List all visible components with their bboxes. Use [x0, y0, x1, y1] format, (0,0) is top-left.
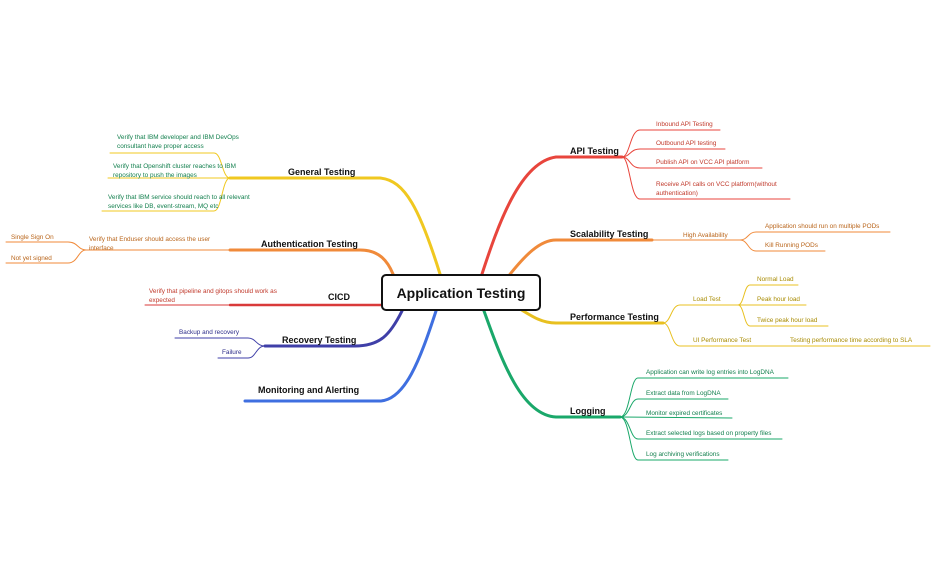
- connector-api-testing: [480, 155, 624, 276]
- connector-logging: [482, 309, 622, 419]
- branch-monitoring-and-alerting[interactable]: Monitoring and Alerting: [258, 385, 360, 395]
- leaf-kill-running-pods[interactable]: Kill Running PODs: [765, 242, 818, 249]
- leaf-extract-data-logdna[interactable]: Extract data from LogDNA: [646, 390, 721, 397]
- branch-performance-testing[interactable]: Performance Testing: [570, 312, 659, 322]
- recovery-leaf-lines: [174, 337, 266, 359]
- leaf-write-log-entries[interactable]: Application can write log entries into L…: [646, 369, 774, 376]
- leaf-receive-api-calls[interactable]: Receive API calls on VCC platform(withou…: [656, 181, 777, 197]
- branch-cicd[interactable]: CICD: [328, 292, 350, 302]
- branch-general-testing[interactable]: General Testing: [288, 167, 356, 177]
- leaf-load-test[interactable]: Load Test: [693, 296, 721, 303]
- connector-authentication-testing: [228, 248, 395, 276]
- logging-leaf-lines: [619, 377, 789, 461]
- leaf-publish-api[interactable]: Publish API on VCC API platform: [656, 159, 750, 166]
- leaf-log-archiving[interactable]: Log archiving verifications: [646, 451, 720, 458]
- connector-general-testing: [228, 176, 442, 276]
- central-topic[interactable]: Application Testing: [381, 274, 541, 311]
- leaf-extract-selected-logs[interactable]: Extract selected logs based on property …: [646, 430, 772, 437]
- leaf-twice-peak-hour-load[interactable]: Twice peak hour load: [757, 317, 818, 324]
- branch-api-testing[interactable]: API Testing: [570, 146, 619, 156]
- leaf-multiple-pods[interactable]: Application should run on multiple PODs: [765, 223, 880, 230]
- connector-recovery-testing: [263, 309, 404, 348]
- leaf-openshift-cluster[interactable]: Verify that Openshift cluster reaches to…: [113, 163, 236, 179]
- branch-authentication-testing[interactable]: Authentication Testing: [261, 239, 358, 249]
- leaf-not-yet-signed[interactable]: Not yet signed: [11, 255, 52, 262]
- leaf-ui-performance-test[interactable]: UI Performance Test: [693, 337, 752, 344]
- leaf-failure[interactable]: Failure: [222, 349, 242, 356]
- leaf-enduser-access[interactable]: Verify that Enduser should access the us…: [89, 236, 211, 252]
- leaf-backup-recovery[interactable]: Backup and recovery: [179, 329, 240, 336]
- leaf-monitor-certificates[interactable]: Monitor expired certificates: [646, 410, 723, 417]
- leaf-pipeline-gitops[interactable]: Verify that pipeline and gitops should w…: [149, 288, 277, 304]
- leaf-single-sign-on[interactable]: Single Sign On: [11, 234, 54, 241]
- authentication-leaf-lines: [5, 241, 231, 264]
- general-testing-leaf-lines: [101, 152, 231, 212]
- leaf-high-availability[interactable]: High Availability: [683, 232, 728, 239]
- leaf-inbound-api-testing[interactable]: Inbound API Testing: [656, 121, 713, 128]
- performance-leaf-lines: [662, 284, 931, 347]
- branch-recovery-testing[interactable]: Recovery Testing: [282, 335, 357, 345]
- connector-monitoring: [243, 309, 438, 403]
- leaf-ibm-developer-access[interactable]: Verify that IBM developer and IBM DevOps…: [117, 134, 239, 150]
- connector-scalability-testing: [505, 238, 654, 280]
- leaf-ibm-service-reach[interactable]: Verify that IBM service should reach to …: [108, 194, 250, 210]
- branch-scalability-testing[interactable]: Scalability Testing: [570, 229, 649, 239]
- scalability-leaf-lines: [651, 231, 891, 252]
- leaf-peak-hour-load[interactable]: Peak hour load: [757, 296, 800, 303]
- api-testing-leaf-lines: [621, 129, 791, 200]
- branch-logging[interactable]: Logging: [570, 406, 606, 416]
- leaf-outbound-api-testing[interactable]: Outbound API testing: [656, 140, 717, 147]
- leaf-normal-load[interactable]: Normal Load: [757, 276, 794, 283]
- leaf-sla-performance[interactable]: Testing performance time according to SL…: [790, 337, 913, 344]
